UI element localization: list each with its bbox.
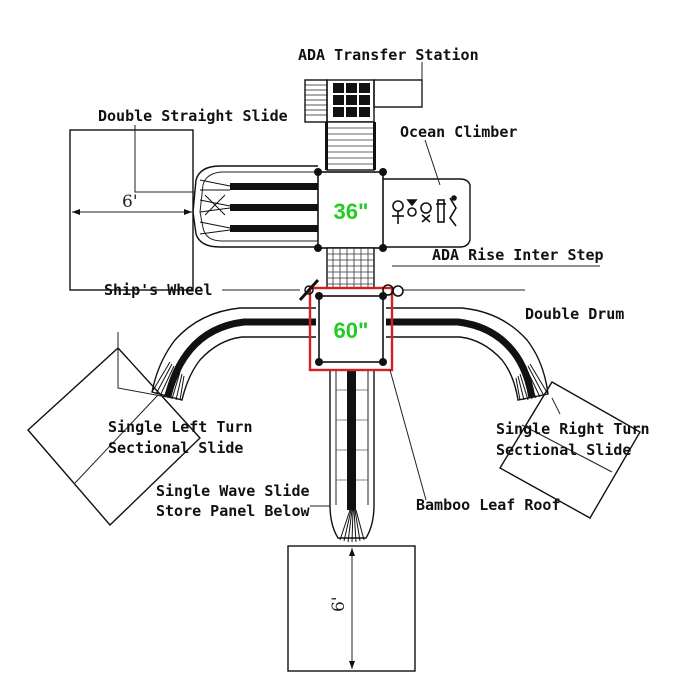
label-ada-transfer-station: ADA Transfer Station [298, 46, 479, 64]
double-straight-slide [192, 165, 318, 248]
label-double-drum: Double Drum [525, 305, 624, 323]
left-dimension-label: 6' [122, 192, 138, 212]
upper-steps [325, 121, 376, 171]
left-dimension-line [72, 209, 192, 215]
lower-deck: 60" [308, 286, 394, 372]
bamboo-leaf-roof-outline [308, 286, 394, 372]
label-bamboo-leaf-roof: Bamboo Leaf Roof [416, 496, 561, 514]
label-ocean-climber: Ocean Climber [400, 123, 517, 141]
ships-wheel-icon [298, 278, 320, 302]
label-single-right-turn: Single Right Turn [496, 420, 650, 438]
left-slide-exit-fan [151, 361, 185, 401]
label-single-left-turn: Single Left Turn [108, 418, 253, 436]
upper-deck: 36" [314, 168, 387, 252]
label-left-sectional-slide: Sectional Slide [108, 439, 243, 457]
upper-deck-height: 36" [334, 199, 369, 224]
label-double-straight-slide: Double Straight Slide [98, 107, 288, 125]
single-left-turn-slide [151, 307, 316, 401]
left-diagonal-safety-zone [27, 347, 201, 527]
bottom-safety-zone [287, 545, 416, 672]
ada-rise-inter-step [326, 247, 375, 289]
label-single-wave-slide: Single Wave Slide [156, 482, 310, 500]
ocean-climber [383, 178, 471, 248]
label-ships-wheel: Ship's Wheel [104, 281, 212, 299]
right-slide-exit-fan [515, 363, 549, 401]
single-right-turn-slide [386, 307, 549, 401]
label-ada-rise-inter-step: ADA Rise Inter Step [432, 246, 604, 264]
label-right-sectional-slide: Sectional Slide [496, 441, 631, 459]
double-drum-icon [382, 284, 404, 297]
ada-transfer-station [304, 79, 423, 123]
wave-slide-exit-fan [339, 509, 365, 543]
bottom-dimension-label: 6' [329, 597, 349, 613]
single-wave-slide [329, 370, 375, 543]
label-store-panel-below: Store Panel Below [156, 502, 310, 520]
bottom-dimension-line [349, 548, 355, 669]
lower-deck-height: 60" [334, 318, 369, 343]
right-diagonal-safety-zone [499, 381, 641, 519]
leader-lines [117, 62, 600, 507]
climber-sea-creature-icons [392, 195, 457, 227]
